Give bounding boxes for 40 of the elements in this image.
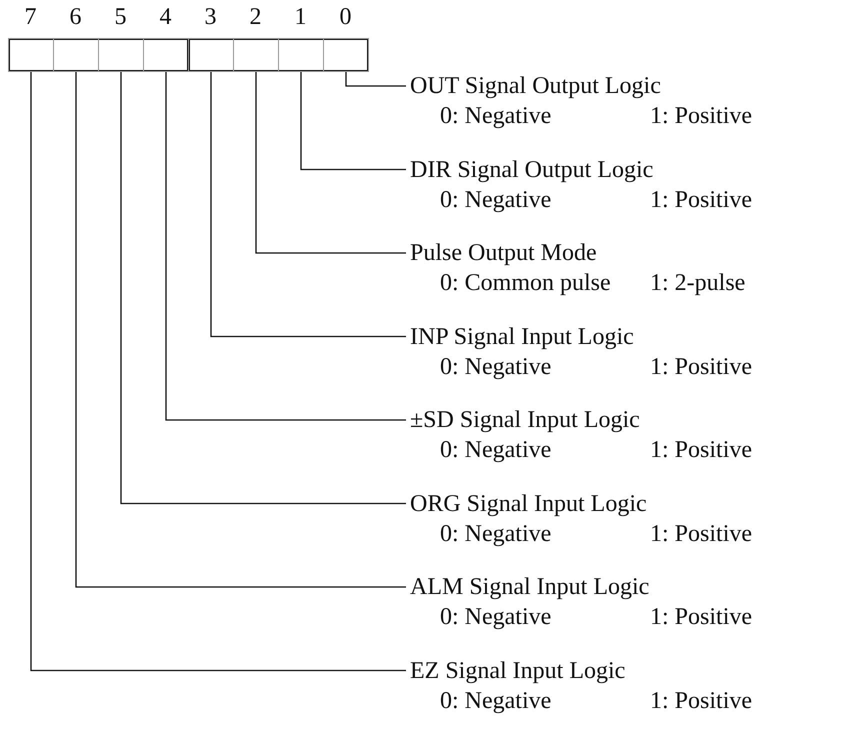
- leader-line: [255, 71, 406, 254]
- field-name: ALM Signal Input Logic: [410, 573, 650, 601]
- leader-line: [300, 71, 406, 170]
- bit-number: 1: [294, 3, 308, 32]
- leader-line: [210, 71, 406, 338]
- bit-number: 4: [158, 3, 172, 32]
- value-option: 1: Positive: [650, 102, 752, 130]
- value-option: 1: Positive: [650, 186, 752, 214]
- value-option: 1: 2-pulse: [650, 269, 746, 297]
- value-option: 1: Positive: [650, 436, 752, 464]
- field-name: DIR Signal Output Logic: [410, 156, 654, 184]
- value-option: 0: Negative: [440, 686, 552, 714]
- bit-number: 3: [204, 3, 218, 32]
- leader-line: [120, 71, 406, 504]
- value-option: 1: Positive: [650, 603, 752, 631]
- value-option: 0: Negative: [440, 352, 552, 380]
- value-option: 1: Positive: [650, 352, 752, 380]
- bit-number: 2: [248, 3, 262, 32]
- field-name: ±SD Signal Input Logic: [410, 406, 640, 434]
- value-option: 1: Positive: [650, 686, 752, 714]
- field-name: EZ Signal Input Logic: [410, 656, 626, 684]
- bit-number: 5: [114, 3, 128, 32]
- value-option: 0: Negative: [440, 186, 552, 214]
- leader-line: [30, 71, 406, 672]
- value-option: 0: Negative: [440, 520, 552, 548]
- field-name: OUT Signal Output Logic: [410, 72, 661, 100]
- field-name: INP Signal Input Logic: [410, 322, 634, 350]
- leader-line: [75, 71, 406, 588]
- value-option: 0: Negative: [440, 436, 552, 464]
- value-option: 1: Positive: [650, 520, 752, 548]
- bit-number: 6: [68, 3, 82, 32]
- bit-number: 0: [338, 3, 352, 32]
- value-option: 0: Negative: [440, 603, 552, 631]
- value-option: 0: Common pulse: [440, 269, 611, 297]
- leader-line: [345, 71, 406, 87]
- leader-line: [165, 71, 406, 421]
- field-name: ORG Signal Input Logic: [410, 490, 647, 518]
- field-name: Pulse Output Mode: [410, 239, 597, 267]
- value-option: 0: Negative: [440, 102, 552, 130]
- bit-number: 7: [24, 3, 38, 32]
